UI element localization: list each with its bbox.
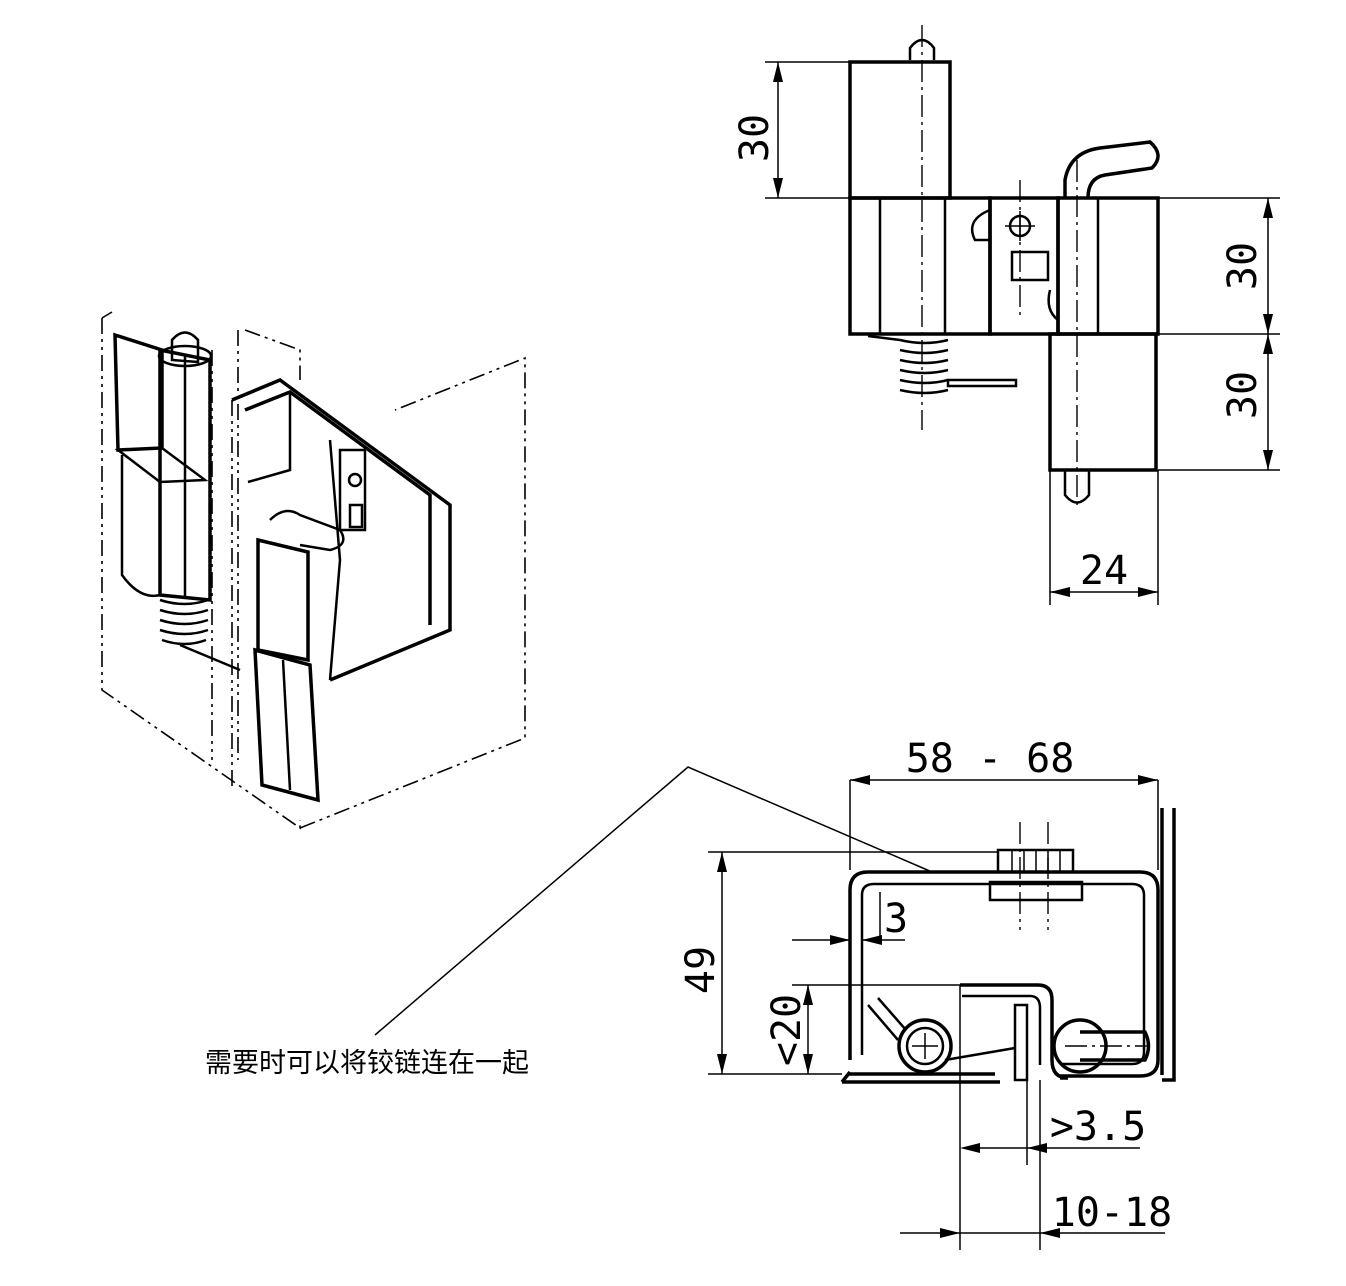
dimension-arrows [717,62,1273,1238]
front-view [848,25,1160,510]
dim-plan-thickness-3: 3 [884,896,908,942]
dim-front-right-30-upper: 30 [1220,242,1266,290]
dimension-lines [374,61,1280,1250]
dim-front-right-30-lower: 30 [1220,371,1266,419]
dim-plan-offset-range: 10-18 [1052,1190,1172,1236]
dim-plan-gap-gt3-5: >3.5 [1050,1104,1146,1150]
annotation-note: 需要时可以将铰链连在一起 [205,1048,529,1079]
isometric-view [101,311,526,830]
dim-front-top-30: 30 [732,114,778,162]
plan-view [840,808,1176,1084]
dim-front-width-24: 24 [1080,548,1128,594]
dim-plan-height-49: 49 [678,946,724,994]
dim-plan-width-range: 58 - 68 [906,736,1075,782]
dim-plan-depth-lt20: <20 [764,994,810,1066]
